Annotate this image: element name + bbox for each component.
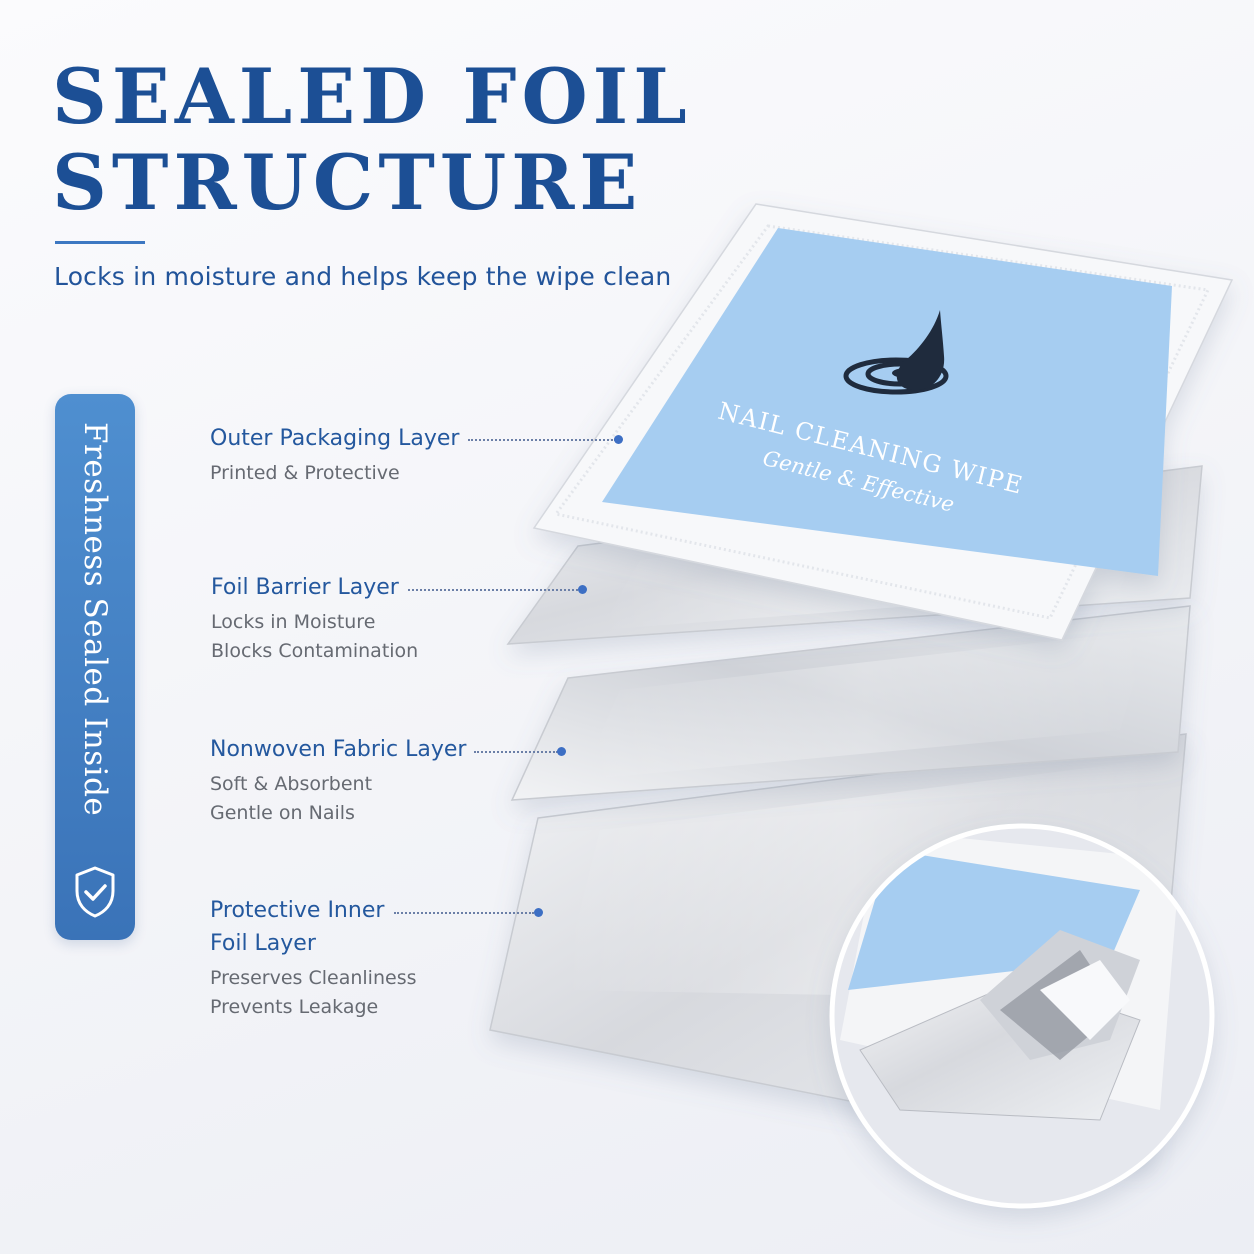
layer-title-line2: Foil Layer bbox=[210, 931, 316, 956]
layer-description: Locks in Moisture Blocks Contamination bbox=[211, 608, 418, 666]
zoom-detail bbox=[829, 823, 1215, 1209]
layer-foil-barrier: Foil Barrier Layer Locks in Moisture Blo… bbox=[211, 571, 418, 666]
layer-inner-foil: Protective Inner Foil Layer Preserves Cl… bbox=[210, 894, 417, 1022]
layer-outer-packaging: Outer Packaging Layer Printed & Protecti… bbox=[210, 422, 459, 488]
leader-dot bbox=[578, 585, 587, 594]
shield-check-icon bbox=[75, 866, 115, 918]
title-underline bbox=[55, 241, 145, 244]
water-drop-icon bbox=[843, 310, 949, 395]
layer-description: Printed & Protective bbox=[210, 459, 459, 488]
title-line-2: STRUCTURE bbox=[52, 138, 643, 227]
layer-description: Soft & Absorbent Gentle on Nails bbox=[210, 770, 466, 828]
leader-dot bbox=[557, 747, 566, 756]
leader-line bbox=[468, 439, 616, 441]
layer-title: Foil Barrier Layer bbox=[211, 575, 399, 600]
leader-line bbox=[474, 751, 558, 753]
layer-desc-line: Prevents Leakage bbox=[210, 996, 379, 1018]
page-subtitle: Locks in moisture and helps keep the wip… bbox=[54, 262, 672, 291]
layer-desc-line: Preserves Cleanliness bbox=[210, 967, 417, 989]
leader-dot bbox=[614, 435, 623, 444]
leader-dot bbox=[534, 908, 543, 917]
layer-desc-line: Gentle on Nails bbox=[210, 802, 355, 824]
layer-desc-line: Locks in Moisture bbox=[211, 611, 376, 633]
layer-desc-line: Soft & Absorbent bbox=[210, 773, 373, 795]
layer-desc-line: Blocks Contamination bbox=[211, 640, 419, 662]
layer-description: Preserves Cleanliness Prevents Leakage bbox=[210, 964, 417, 1022]
leader-line bbox=[394, 912, 534, 914]
layer-nonwoven-fabric: Nonwoven Fabric Layer Soft & Absorbent G… bbox=[210, 733, 466, 828]
layer-title: Nonwoven Fabric Layer bbox=[210, 737, 467, 762]
leader-line bbox=[408, 589, 578, 591]
title-line-1: SEALED FOIL bbox=[52, 52, 692, 141]
page-title: SEALED FOIL STRUCTURE bbox=[52, 54, 692, 226]
layer-desc-line: Printed & Protective bbox=[210, 462, 400, 484]
layer-title: Outer Packaging Layer bbox=[210, 426, 460, 451]
layer-title: Protective Inner bbox=[210, 898, 385, 923]
outer-packet bbox=[532, 203, 1234, 641]
freshness-badge: Freshness Sealed Inside bbox=[55, 394, 135, 940]
freshness-badge-text: Freshness Sealed Inside bbox=[77, 422, 113, 817]
fabric-sheet bbox=[510, 605, 1191, 801]
